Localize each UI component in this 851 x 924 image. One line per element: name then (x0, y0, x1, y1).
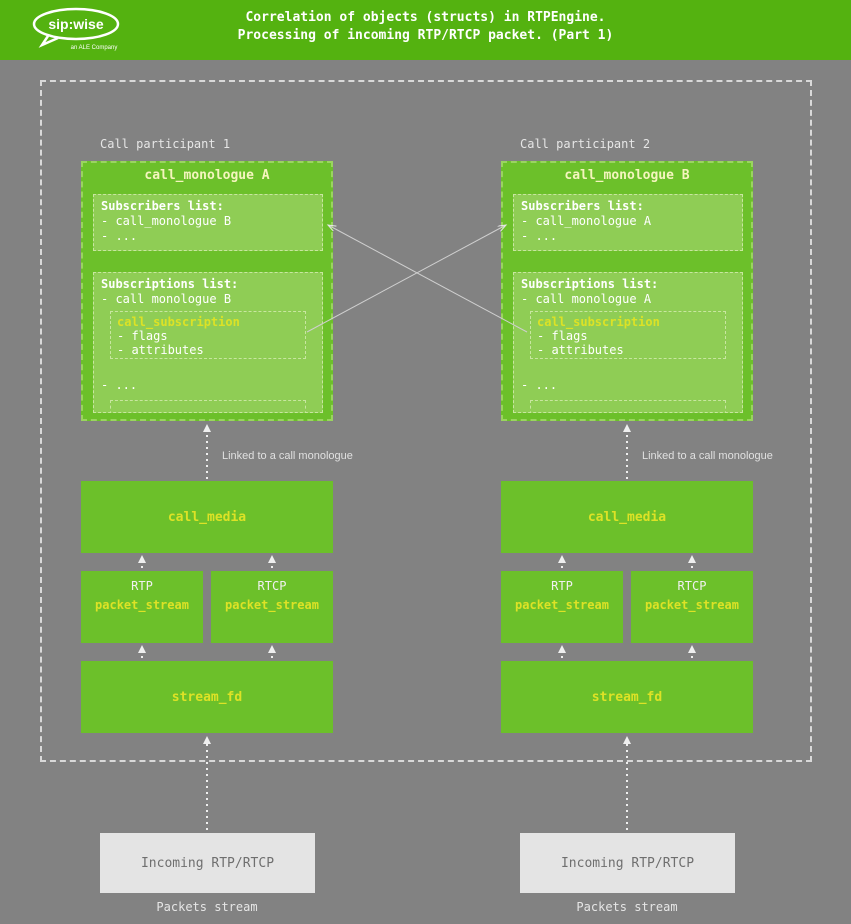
participant-2-label: Call participant 2 (520, 137, 651, 151)
subscribers-ellipsis: - ... (521, 229, 558, 243)
incoming-rtp-label: Incoming RTP/RTCP (560, 855, 695, 871)
subscription-partial-box (110, 400, 306, 412)
call-monologue-title: call_monologue B (564, 168, 690, 183)
rtp-label: RTP (551, 579, 573, 593)
header-title-line1: Correlation of objects (structs) in RTPE… (245, 10, 606, 25)
packets-stream-label: Packets stream (576, 900, 678, 914)
packet-stream-box-rtcp: RTCP packet_stream (211, 571, 333, 643)
call-subscription-title: call_subscription (117, 315, 240, 329)
call-monologue-box-a: call_monologue A Subscribers list: - cal… (81, 161, 333, 421)
incoming-rtp-box: Incoming RTP/RTCP (100, 833, 315, 893)
stream-fd-title: stream_fd (171, 689, 243, 705)
call-monologue-box-b: call_monologue B Subscribers list: - cal… (501, 161, 753, 421)
rtcp-label: RTCP (257, 579, 287, 593)
call-media-title: call_media (167, 509, 247, 525)
subscription-partial-box (530, 400, 726, 412)
call-media-title: call_media (587, 509, 667, 525)
subscribers-heading: Subscribers list: (521, 199, 644, 213)
subscription-attributes-item: - attributes (537, 343, 624, 357)
call-subscription-box: call_subscription - flags - attributes (530, 311, 726, 359)
subscriptions-heading: Subscriptions list: (101, 277, 239, 291)
packet-stream-title: packet_stream (645, 598, 739, 612)
linked-to-monologue-label: Linked to a call monologue (222, 450, 353, 462)
header-title: Correlation of objects (structs) in RTPE… (0, 9, 851, 45)
subscriptions-item: - call monologue B (101, 292, 232, 306)
header-title-line2: Processing of incoming RTP/RTCP packet. … (237, 28, 614, 43)
call-subscription-box: call_subscription - flags - attributes (110, 311, 306, 359)
packet-stream-box-rtp: RTP packet_stream (501, 571, 623, 643)
incoming-rtp-label: Incoming RTP/RTCP (140, 855, 275, 871)
header-bar: sip:wise an ALE Company Correlation of o… (0, 0, 851, 60)
stream-fd-box: stream_fd (81, 661, 333, 733)
packet-stream-title: packet_stream (225, 598, 319, 612)
sipwise-logo: sip:wise an ALE Company (32, 7, 120, 51)
subscription-attributes-item: - attributes (117, 343, 204, 357)
subscribers-item: - call_monologue B (101, 214, 232, 228)
subscriptions-list-box: Subscriptions list: - call monologue B c… (93, 272, 323, 413)
stream-fd-title: stream_fd (591, 689, 663, 705)
subscriptions-ellipsis: - ... (101, 378, 138, 392)
subscriptions-item: - call monologue A (521, 292, 652, 306)
call-subscription-title: call_subscription (537, 315, 660, 329)
stream-fd-box: stream_fd (501, 661, 753, 733)
call-monologue-title: call_monologue A (144, 168, 270, 183)
diagram-frame (40, 80, 812, 762)
subscriptions-ellipsis: - ... (521, 378, 558, 392)
call-media-box: call_media (501, 481, 753, 553)
subscribers-list-box: Subscribers list: - call_monologue A - .… (513, 194, 743, 251)
logo-subtitle-text: an ALE Company (71, 45, 118, 51)
subscription-flags-item: - flags (537, 329, 588, 343)
subscriptions-list-box: Subscriptions list: - call monologue A c… (513, 272, 743, 413)
subscribers-ellipsis: - ... (101, 229, 138, 243)
participant-1-label: Call participant 1 (100, 137, 231, 151)
packet-stream-box-rtp: RTP packet_stream (81, 571, 203, 643)
rtp-label: RTP (131, 579, 153, 593)
subscription-flags-item: - flags (117, 329, 168, 343)
incoming-rtp-box: Incoming RTP/RTCP (520, 833, 735, 893)
subscribers-heading: Subscribers list: (101, 199, 224, 213)
subscriptions-heading: Subscriptions list: (521, 277, 659, 291)
packet-stream-title: packet_stream (95, 598, 189, 612)
call-media-box: call_media (81, 481, 333, 553)
packet-stream-box-rtcp: RTCP packet_stream (631, 571, 753, 643)
linked-to-monologue-label: Linked to a call monologue (642, 450, 773, 462)
packets-stream-label: Packets stream (156, 900, 258, 914)
logo-brand-text: sip:wise (48, 16, 103, 32)
subscribers-item: - call_monologue A (521, 214, 652, 228)
rtcp-label: RTCP (677, 579, 707, 593)
packet-stream-title: packet_stream (515, 598, 609, 612)
subscribers-list-box: Subscribers list: - call_monologue B - .… (93, 194, 323, 251)
